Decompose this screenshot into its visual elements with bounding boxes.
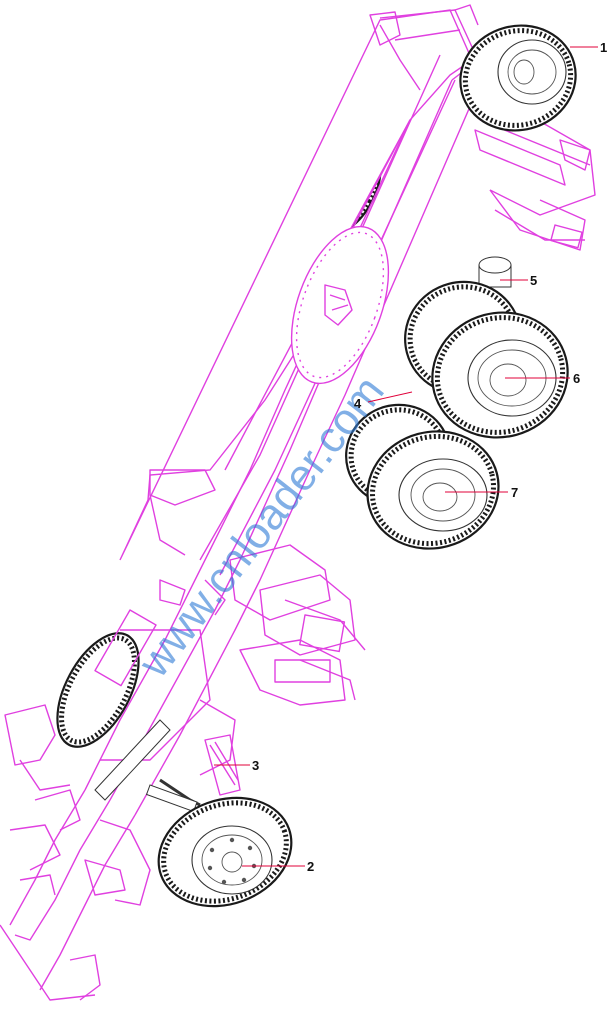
callout-4: 4 [354, 396, 362, 411]
left-front-tire [56, 632, 140, 748]
tire-1 [459, 24, 577, 132]
turntable [290, 225, 390, 385]
air-reservoir [478, 256, 512, 288]
callout-leaders [214, 46, 598, 867]
middle-crossmembers [149, 469, 366, 706]
callout-5: 5 [530, 273, 537, 288]
callout-1: 1 [600, 40, 607, 55]
watermark: www.cnloader.com [129, 367, 394, 687]
callout-6: 6 [573, 371, 580, 386]
callout-2: 2 [307, 859, 314, 874]
leaf-spring-and-driveshaft [94, 719, 241, 813]
callout-7: 7 [511, 485, 518, 500]
frame-rails [84, 4, 596, 816]
callout-3: 3 [252, 758, 259, 773]
tire-2 [157, 796, 293, 908]
tire-7 [366, 430, 500, 550]
